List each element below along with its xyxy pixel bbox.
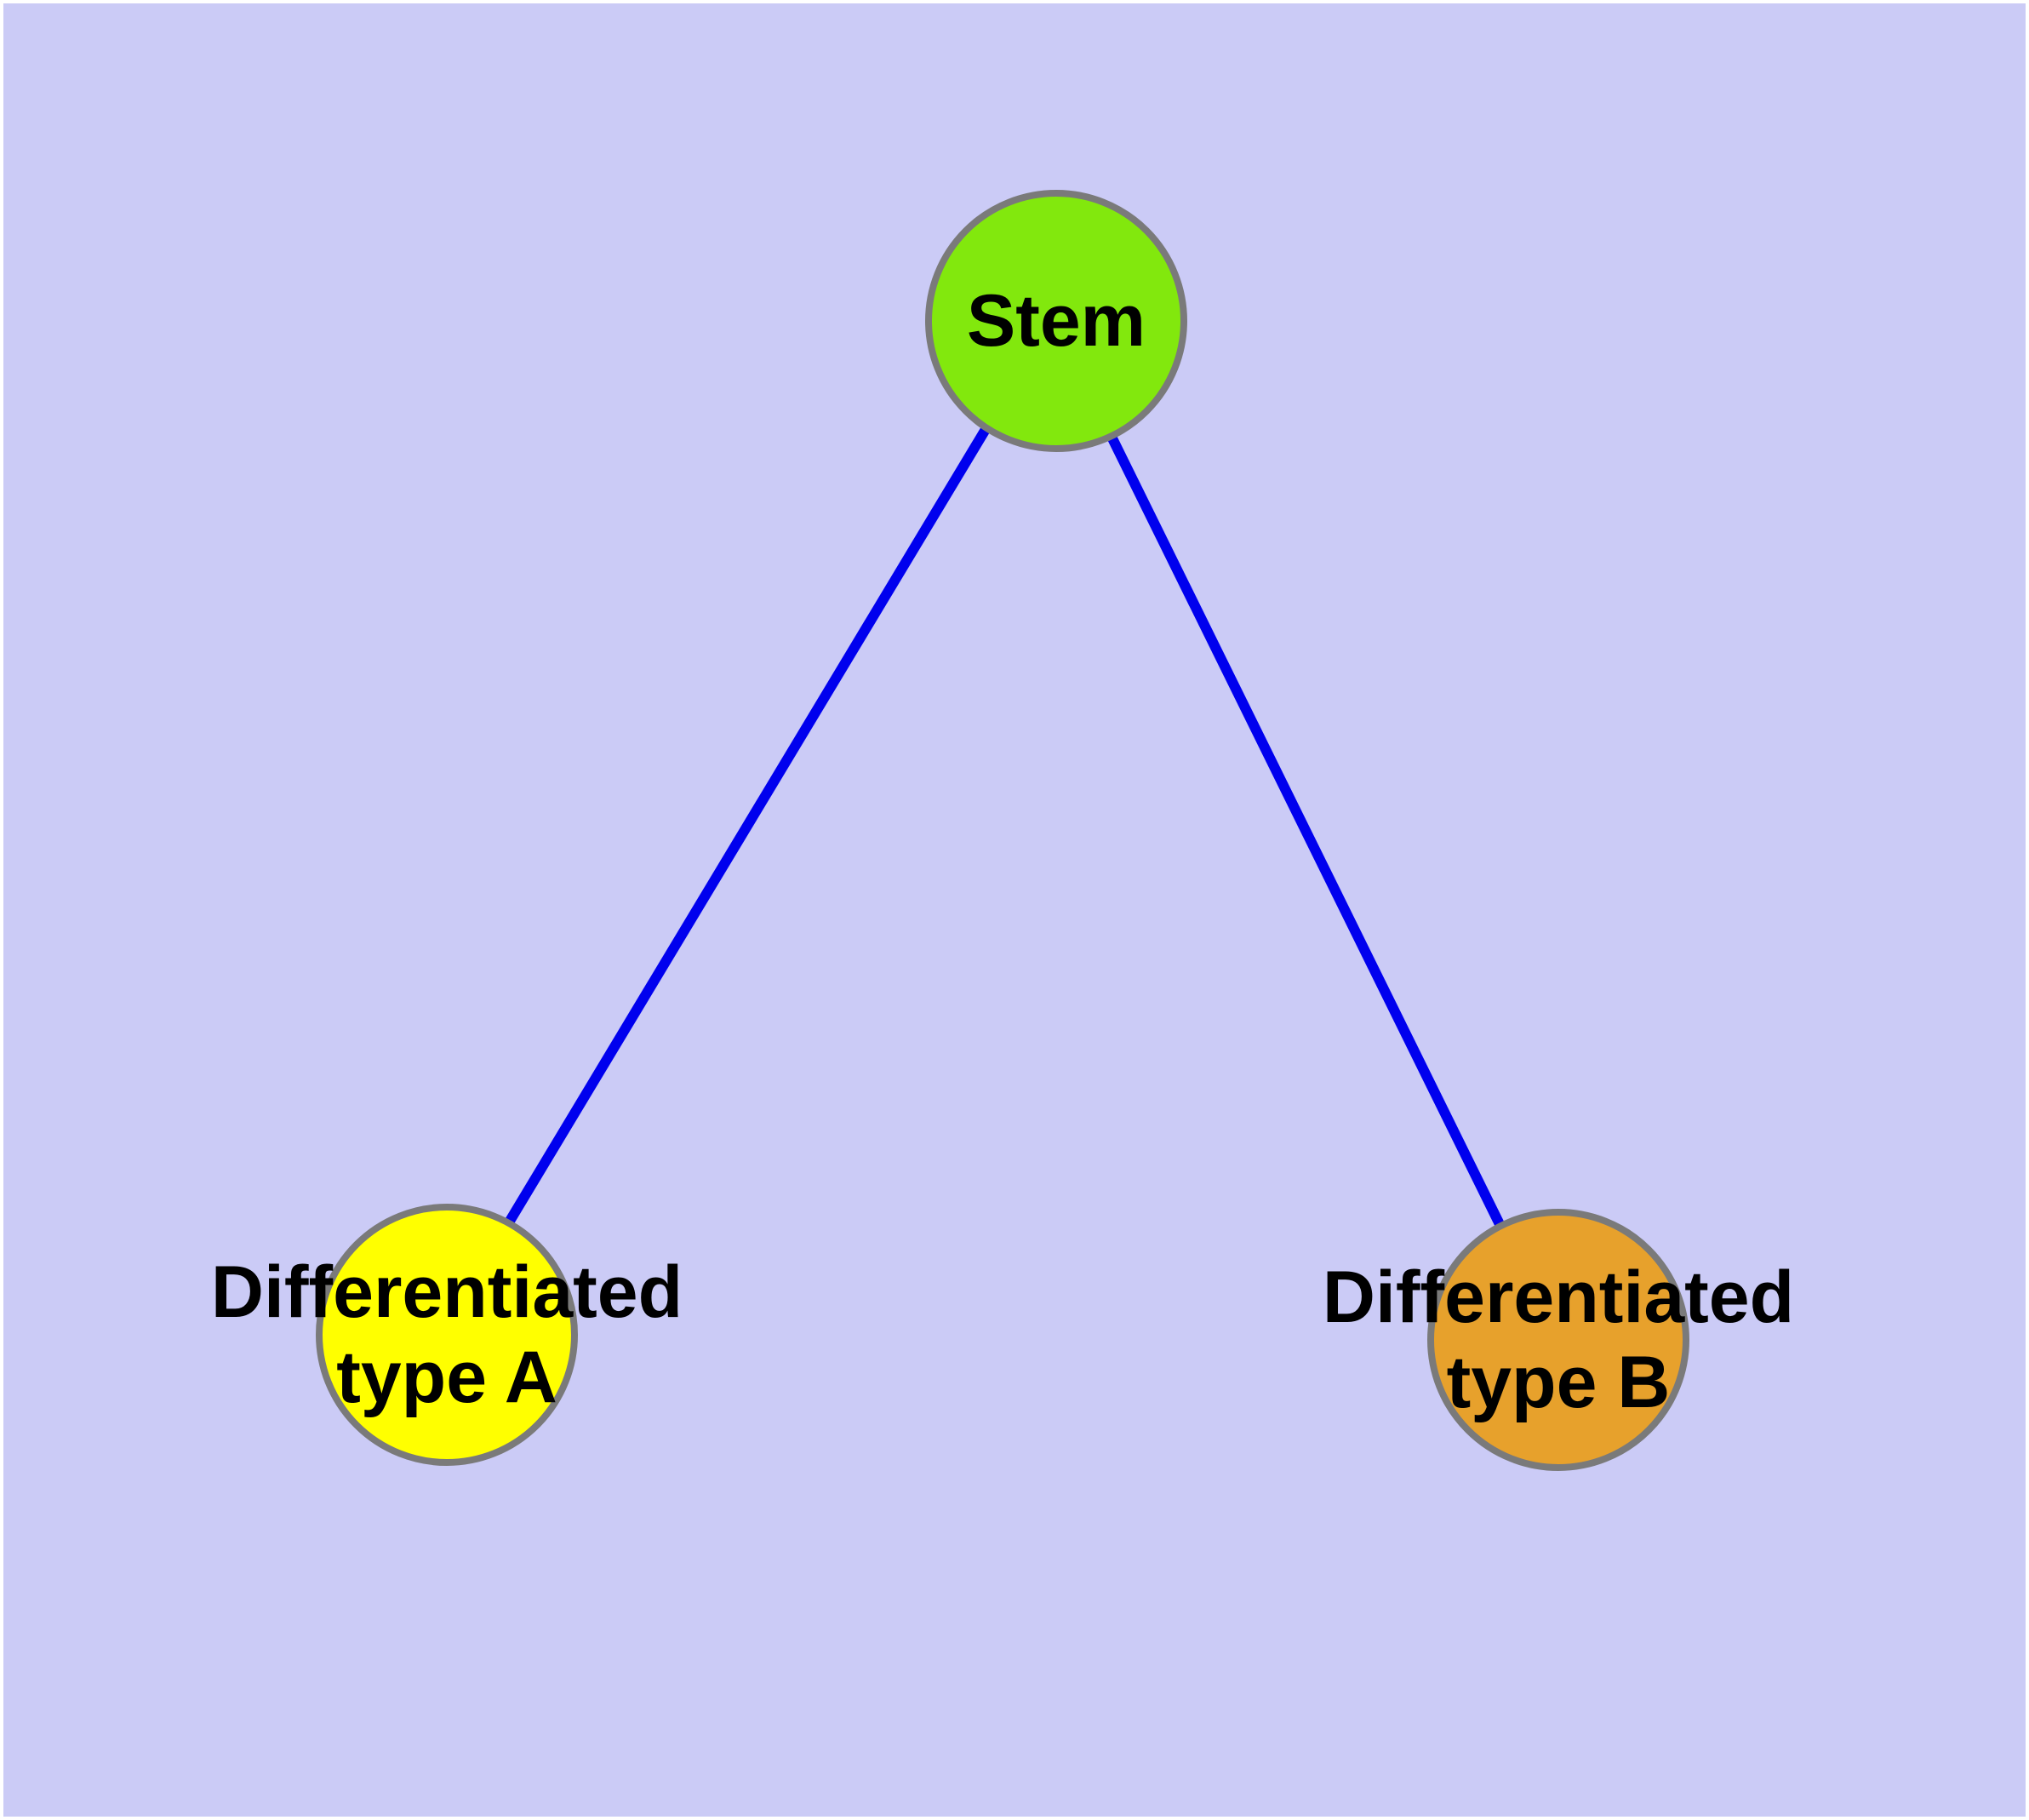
node-differentiated-type-b-label-line2: type B <box>1446 1342 1671 1423</box>
node-stem-label-line1: Stem <box>966 280 1146 362</box>
node-stem-label: Stem <box>967 278 1146 363</box>
node-differentiated-type-a-label-line2: type A <box>336 1336 557 1418</box>
edge-stem-to-type-b <box>1048 315 1560 1339</box>
node-differentiated-type-a-label-line1: Differentiated <box>210 1251 683 1333</box>
node-differentiated-type-b: Differentiated type B <box>1323 1209 1794 1471</box>
node-differentiated-type-a: Differentiated type A <box>211 1204 683 1466</box>
node-differentiated-type-b-label-line1: Differentiated <box>1322 1256 1795 1338</box>
node-stem: Stem <box>925 190 1187 452</box>
node-differentiated-type-b-label: Differentiated type B <box>1323 1255 1794 1425</box>
node-differentiated-type-a-label: Differentiated type A <box>211 1250 683 1420</box>
edge-stem-to-type-a <box>438 314 1058 1335</box>
edges-layer <box>438 314 1560 1339</box>
diagram-canvas: Stem Differentiated type A Differentiate… <box>3 3 2026 1817</box>
